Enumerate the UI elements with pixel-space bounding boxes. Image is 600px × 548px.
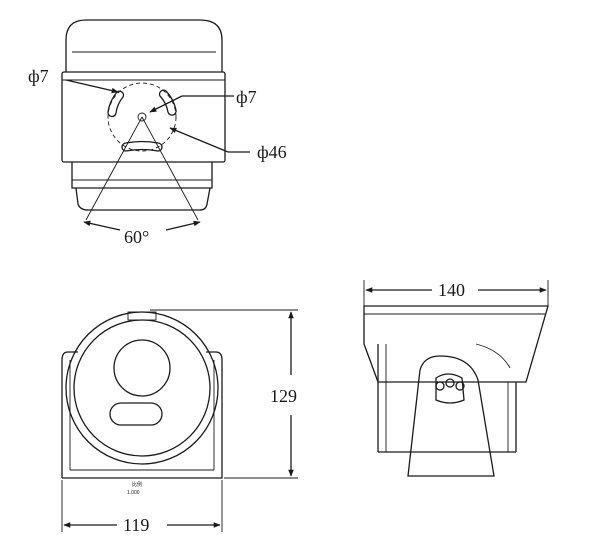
dim-height: 129 (270, 386, 297, 406)
dim-bolt-circle: ф46 (257, 142, 287, 162)
side-hole-1 (435, 381, 445, 391)
front-ir-slot (109, 402, 163, 426)
front-lens (113, 339, 171, 397)
side-view: 140 (363, 280, 549, 477)
dim-hole-right: ф7 (236, 87, 257, 107)
dim-width-front: 119 (123, 515, 149, 535)
center-hole (137, 112, 147, 122)
dim-width-side: 140 (438, 280, 465, 300)
slot-hole-right (158, 89, 177, 116)
slot-hole-left (107, 90, 125, 118)
front-bracket (62, 351, 223, 479)
side-mount-plate (435, 373, 465, 404)
scale-value: 1.000 (127, 490, 140, 496)
top-housing (61, 71, 226, 163)
top-hood-outline (65, 19, 223, 72)
side-hood (363, 305, 549, 383)
front-housing-outer (65, 311, 219, 465)
side-bracket (407, 355, 495, 477)
side-hole-3 (455, 381, 465, 391)
dim-angle: 60° (124, 227, 149, 247)
top-view: ф7 ф7 ф46 60° (28, 19, 287, 247)
dim-hole-left: ф7 (28, 66, 49, 86)
scale-label: 比例 (132, 481, 142, 488)
slot-hole-bottom (121, 140, 163, 152)
bolt-circle (107, 82, 177, 152)
side-hole-2 (445, 378, 455, 388)
front-view: 比例 1.000 129 119 (61, 309, 298, 535)
